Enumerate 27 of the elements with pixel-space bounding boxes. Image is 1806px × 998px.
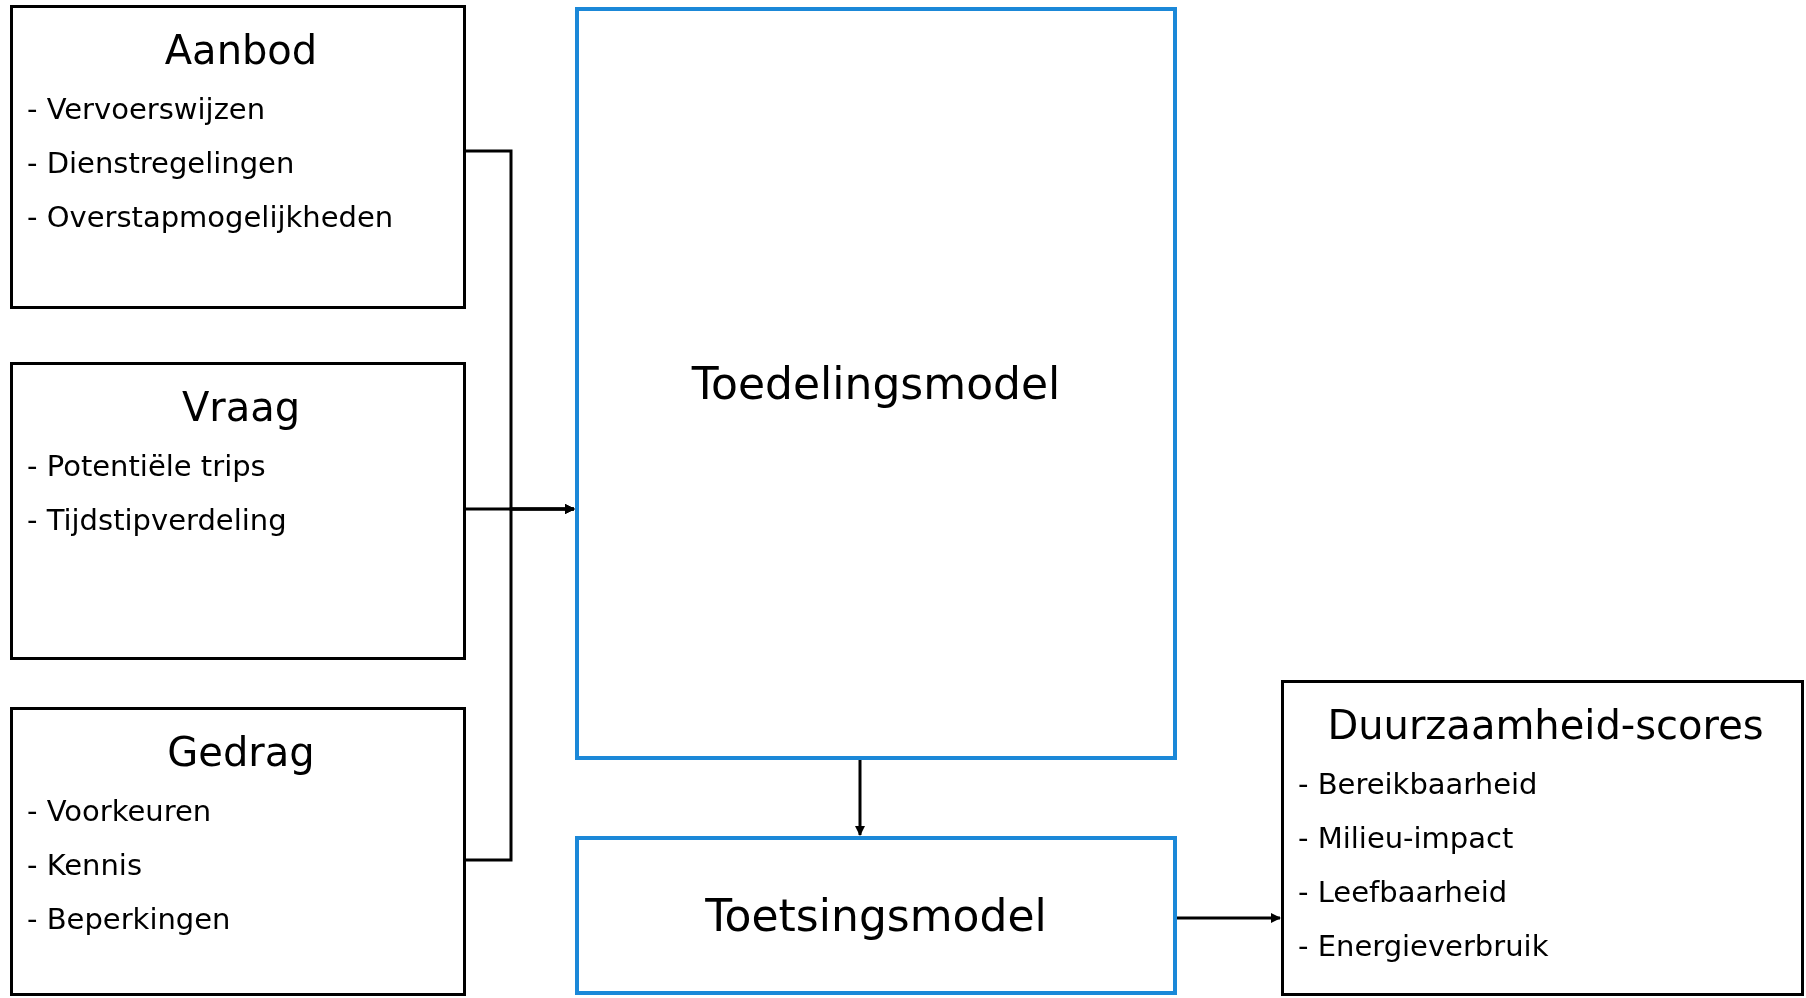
model-box <box>575 7 1177 760</box>
arrow <box>1177 913 1281 923</box>
list-item: - Dienstregelingen <box>27 145 296 182</box>
box-title: Vraag <box>181 383 301 432</box>
list-item: - Kennis <box>27 847 144 884</box>
list-item: - Potentiële trips <box>27 448 267 485</box>
list-item: - Vervoerswijzen <box>27 91 267 128</box>
list-item: - Bereikbaarheid <box>1298 766 1539 803</box>
info-box <box>10 362 466 660</box>
box-title: Duurzaamheid-scores <box>1327 701 1764 750</box>
box-title: Toedelingsmodel <box>691 358 1061 409</box>
list-item: - Energieverbruik <box>1298 928 1550 965</box>
info-box <box>1281 680 1804 996</box>
list-item: - Leefbaarheid <box>1298 874 1509 911</box>
list-item: - Voorkeuren <box>27 793 213 830</box>
info-box <box>10 707 466 996</box>
info-box <box>10 5 466 309</box>
box-title: Toetsingsmodel <box>705 890 1047 941</box>
list-item: - Overstapmogelijkheden <box>27 199 395 236</box>
list-item: - Tijdstipverdeling <box>27 502 288 539</box>
model-box <box>575 836 1177 995</box>
box-title: Gedrag <box>167 728 315 777</box>
arrow <box>855 760 865 836</box>
list-item: - Milieu-impact <box>1298 820 1515 857</box>
box-title: Aanbod <box>164 26 318 75</box>
arrow <box>466 504 575 862</box>
list-item: - Beperkingen <box>27 901 232 938</box>
